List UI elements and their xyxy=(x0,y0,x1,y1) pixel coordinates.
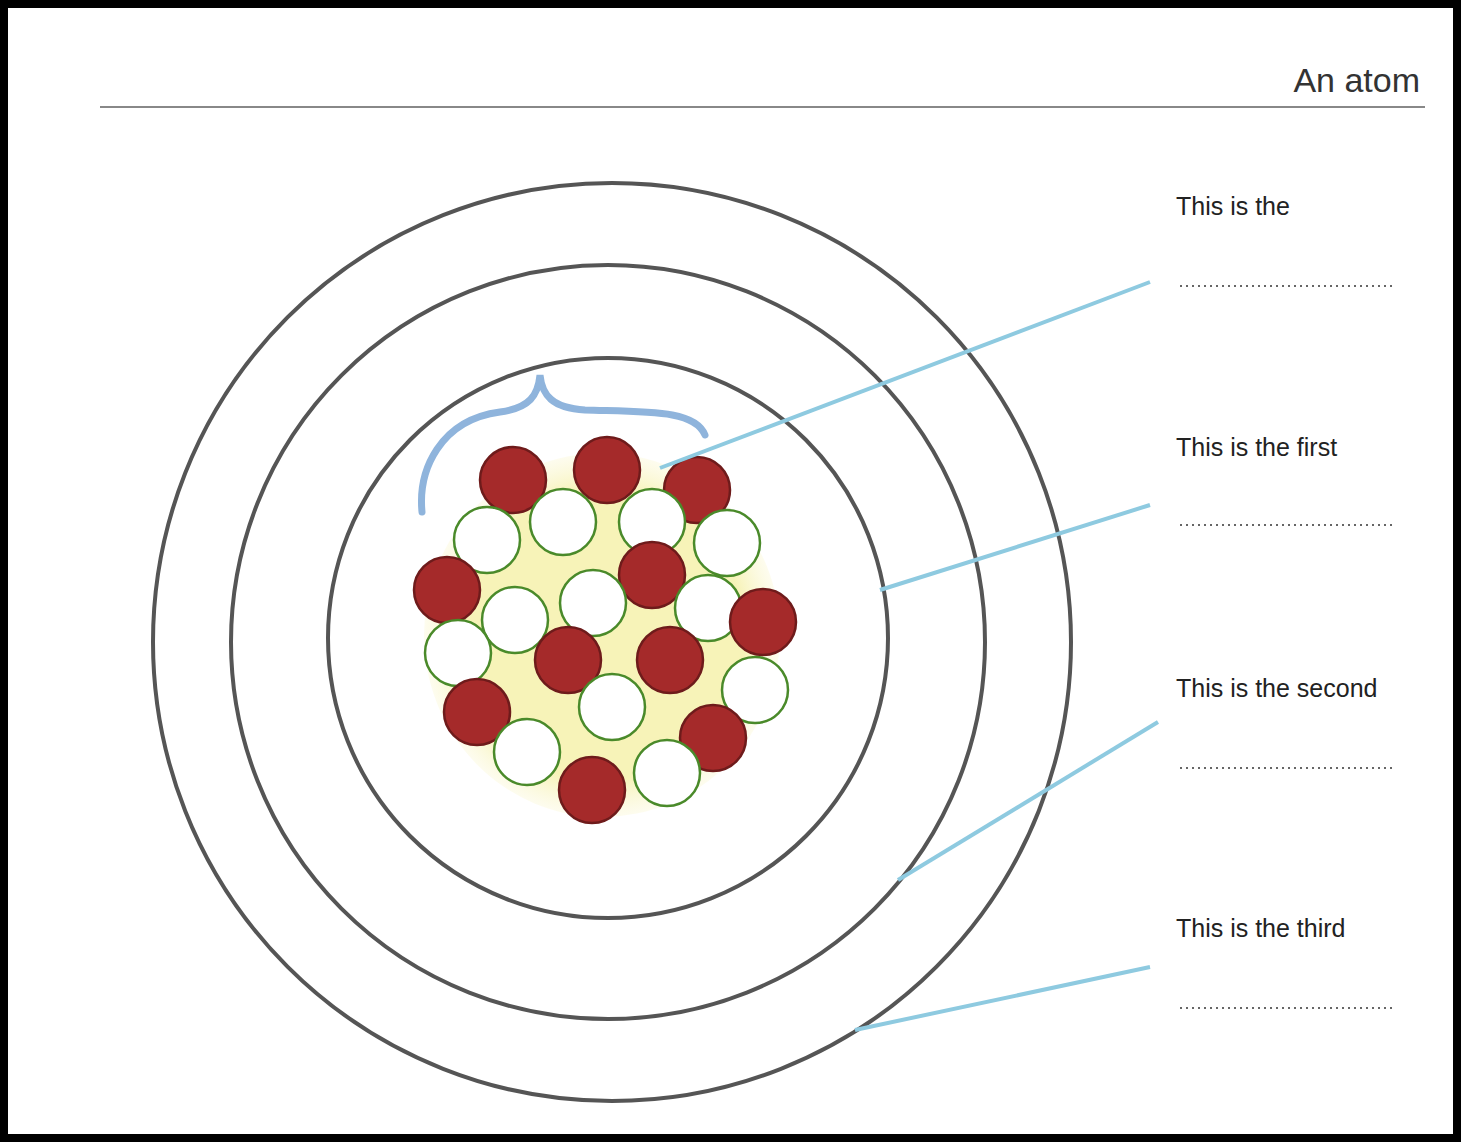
neutron xyxy=(694,510,760,576)
fill-in-label: This is the first xyxy=(1176,432,1337,462)
nucleons xyxy=(414,437,796,823)
answer-lines xyxy=(1180,286,1396,1008)
fill-in-label: This is the third xyxy=(1176,913,1346,943)
proton xyxy=(637,627,703,693)
proton xyxy=(414,557,480,623)
fill-in-label: This is the second xyxy=(1176,673,1378,703)
electron-shells xyxy=(153,183,1071,1101)
proton xyxy=(619,542,685,608)
proton xyxy=(574,437,640,503)
neutron xyxy=(579,674,645,740)
frame xyxy=(4,4,1457,1138)
proton xyxy=(730,589,796,655)
diagram-title: An atom xyxy=(1293,60,1420,101)
nucleus-bracket xyxy=(422,375,705,512)
neutron xyxy=(425,620,491,686)
proton xyxy=(559,757,625,823)
neutron xyxy=(634,740,700,806)
neutron xyxy=(482,587,548,653)
neutron xyxy=(530,489,596,555)
title-rule xyxy=(100,106,1425,108)
fill-in-label: This is the xyxy=(1176,191,1290,221)
neutron xyxy=(494,719,560,785)
leader-lines xyxy=(660,282,1158,1030)
